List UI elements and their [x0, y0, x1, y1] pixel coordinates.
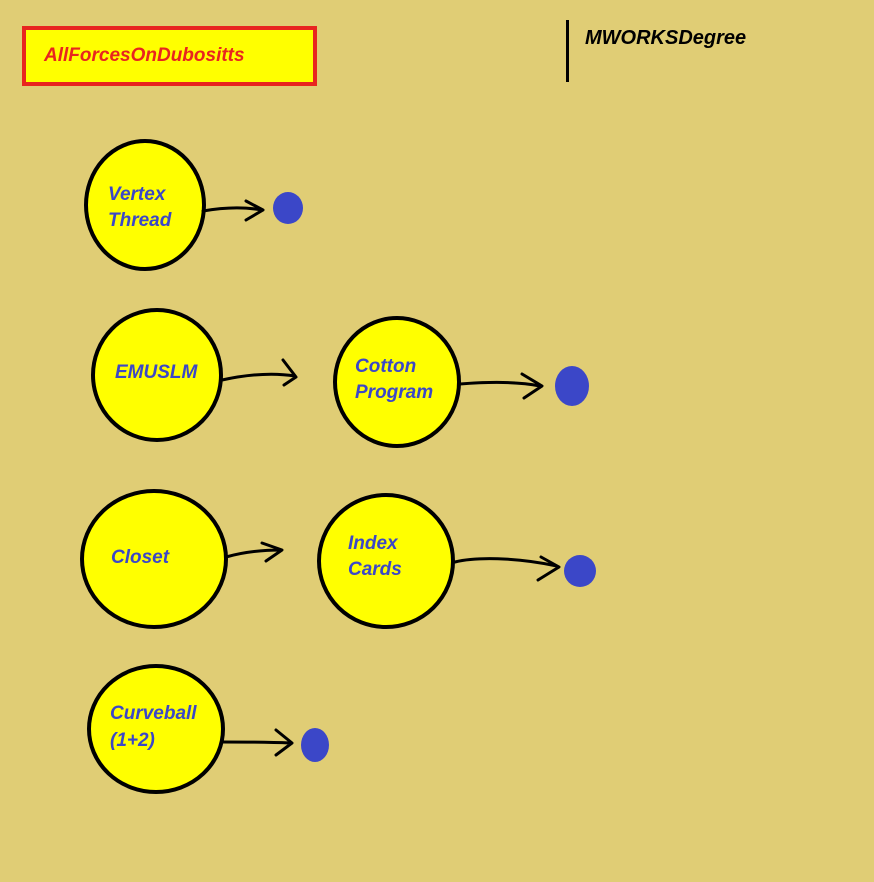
node-vertex-label-2: Thread [108, 210, 172, 231]
arrow-cotton-to-endpoint [458, 372, 544, 400]
title-box: AllForcesOnDubositts [22, 26, 317, 86]
endpoint-dot-vertex [273, 192, 303, 224]
endpoint-dot-index [564, 555, 596, 587]
node-vertex-label-1: Vertex [108, 184, 167, 205]
endpoint-dot-curveball [301, 728, 329, 762]
node-curveball [87, 664, 225, 794]
arrow-index-to-endpoint [453, 555, 561, 582]
node-emuslm-label: EMUSLM [115, 362, 199, 383]
node-index-cards [317, 493, 455, 629]
node-cotton-program [333, 316, 461, 448]
arrow-curveball-to-endpoint [220, 728, 294, 757]
side-label: MWORKSDegree [585, 27, 747, 49]
node-curveball-label-2: (1+2) [110, 730, 155, 751]
arrow-closet-to-index [224, 541, 284, 563]
diagram-title: AllForcesOnDubositts [44, 45, 245, 66]
node-index-label-2: Cards [348, 559, 402, 580]
vertical-divider [566, 20, 569, 82]
node-closet [80, 489, 228, 629]
node-index-label-1: Index [348, 533, 399, 554]
node-vertex-thread [84, 139, 206, 271]
arrow-vertex-to-endpoint [201, 199, 265, 222]
node-cotton-label-2: Program [355, 382, 433, 403]
node-emuslm [91, 308, 223, 442]
node-closet-label: Closet [111, 547, 170, 568]
node-curveball-label-1: Curveball [110, 703, 197, 724]
endpoint-dot-cotton [555, 366, 589, 406]
arrow-emuslm-to-cotton [220, 358, 298, 387]
node-cotton-label-1: Cotton [355, 356, 416, 377]
